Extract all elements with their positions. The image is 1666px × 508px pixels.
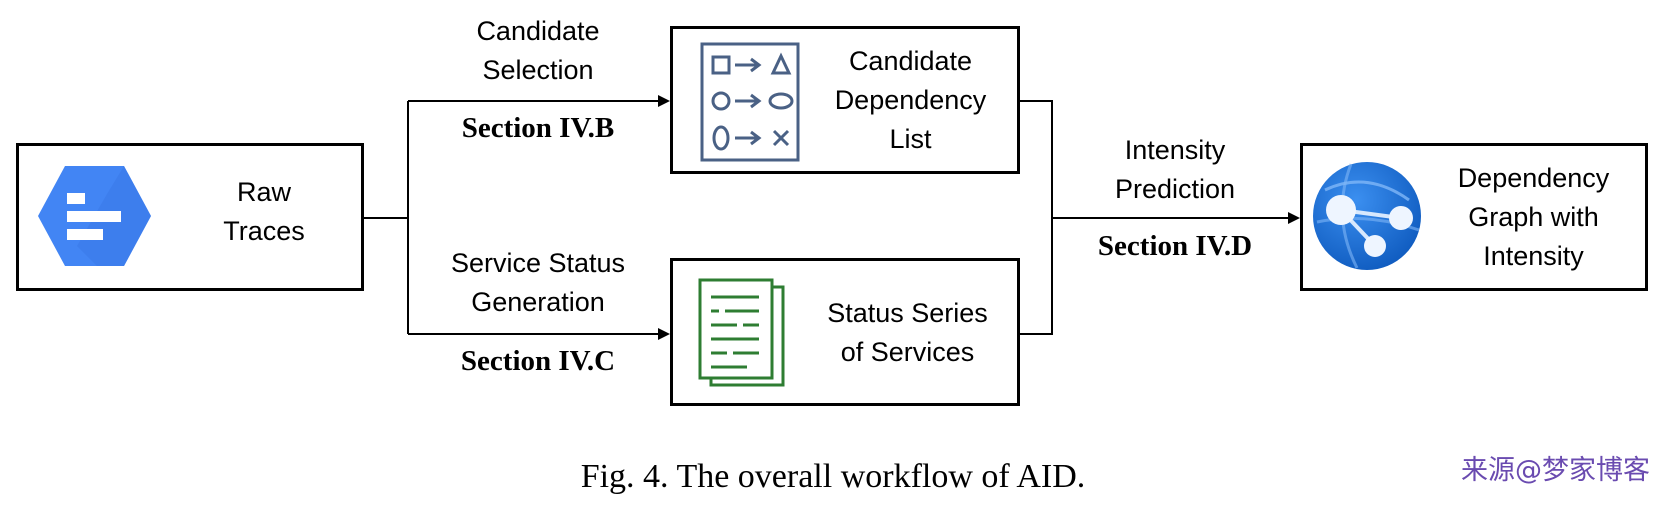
section-iv-b-label: Section IV.B: [461, 112, 615, 144]
node-raw-traces: Raw Traces: [16, 143, 364, 291]
intensity-prediction-label: Intensity Prediction: [1114, 135, 1236, 204]
section-iv-d-label: Section IV.D: [1097, 230, 1253, 262]
hexagon-log-icon: [38, 166, 151, 266]
node-status-series: Status Series of Services: [670, 258, 1020, 406]
candidate-selection-label: Candidate Selection: [476, 16, 600, 85]
dependency-graph-label: Dependency Graph with Intensity: [1457, 163, 1610, 271]
document-stack-icon: [698, 278, 785, 387]
status-series-label: Status Series of Services: [827, 298, 988, 367]
shape-mapping-icon: [700, 42, 800, 162]
service-status-generation-label: Service Status Generation: [450, 248, 626, 317]
edge-candidate-out: [1017, 100, 1053, 335]
raw-traces-label: Raw Traces: [223, 177, 305, 246]
figure-caption: Fig. 4. The overall workflow of AID.: [580, 458, 1086, 495]
watermark-text: 来源@梦家博客: [1461, 455, 1650, 486]
network-sphere-icon: [1313, 162, 1421, 270]
node-candidate-dependency-list: Candidate Dependency List: [670, 26, 1020, 174]
node-dependency-graph: Dependency Graph with Intensity: [1300, 143, 1648, 291]
candidate-list-label: Candidate Dependency List: [834, 46, 987, 154]
section-iv-c-label: Section IV.C: [460, 345, 616, 377]
